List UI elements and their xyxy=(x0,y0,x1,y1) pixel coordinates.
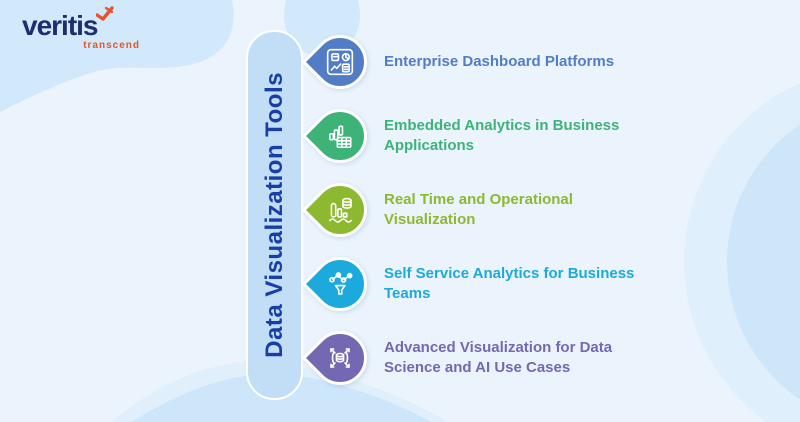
advanced-visualization-icon xyxy=(325,343,355,373)
item-leaf-badge xyxy=(301,245,379,323)
item-label: Advanced Visualization for Data Science … xyxy=(384,338,613,376)
brand-name: veritis xyxy=(22,10,98,41)
top-left-blob xyxy=(0,0,234,112)
list-item: Self Service Analytics for Business Team… xyxy=(301,245,688,323)
right-blob xyxy=(727,124,800,400)
list-item: Enterprise Dashboard Platforms xyxy=(301,23,688,101)
item-label: Self Service Analytics for Business Team… xyxy=(384,264,635,302)
brand-logo: veritis transcend xyxy=(22,6,142,51)
dashboard-icon xyxy=(325,47,355,77)
item-label: Real Time and Operational Visualization xyxy=(384,190,573,228)
item-leaf-badge xyxy=(301,23,379,101)
list-item: Embedded Analytics in Business Applicati… xyxy=(301,97,688,175)
items-list: Enterprise Dashboard Platforms xyxy=(301,23,688,397)
embedded-analytics-icon xyxy=(325,121,355,151)
item-leaf-badge xyxy=(301,171,379,249)
brand-tagline: transcend xyxy=(83,40,140,51)
title-bar: Data Visualization Tools xyxy=(246,30,303,400)
item-leaf-badge xyxy=(301,97,379,175)
item-label: Embedded Analytics in Business Applicati… xyxy=(384,116,620,154)
list-item: Real Time and Operational Visualization xyxy=(301,171,688,249)
self-service-analytics-icon xyxy=(325,269,355,299)
brand-check-icon xyxy=(95,6,114,21)
item-leaf-badge xyxy=(301,319,379,397)
item-label: Enterprise Dashboard Platforms xyxy=(384,52,615,70)
list-item: Advanced Visualization for Data Science … xyxy=(301,319,688,397)
realtime-visualization-icon xyxy=(325,195,355,225)
page-title: Data Visualization Tools xyxy=(260,72,288,358)
